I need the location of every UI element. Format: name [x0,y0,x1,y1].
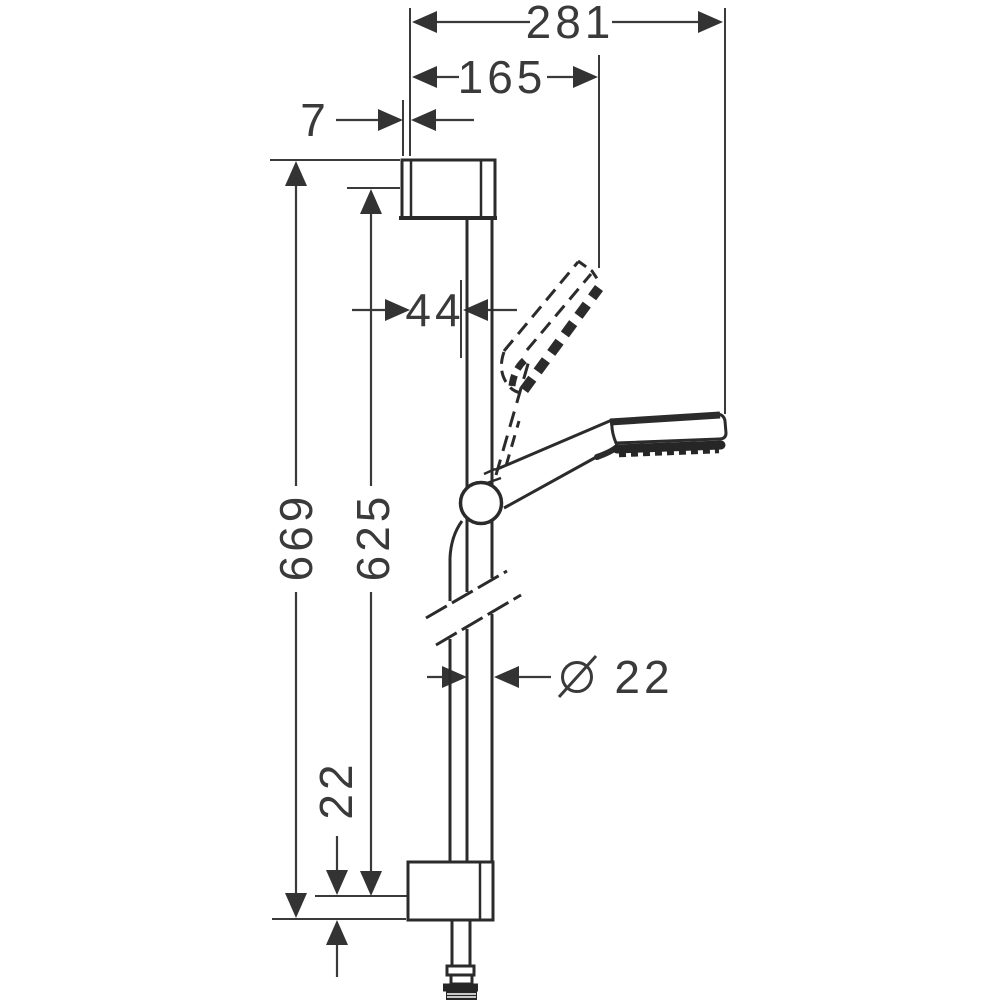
arrowhead [326,920,348,945]
dashed-handle-edge [504,420,521,467]
arrowhead [360,871,382,896]
dim-22-bottom-label: 22 [310,760,362,819]
hose-lower-edges [450,920,472,966]
break-line [435,593,522,647]
arrowhead [412,66,437,88]
arrowhead [326,870,348,895]
bar-edges [465,218,494,862]
arrowhead [285,893,307,918]
arrowhead [494,666,519,688]
arrowhead [412,11,437,33]
dashed-handle-edge [494,356,532,476]
dimension-diameter-22: 22 [427,651,673,703]
dimension-44: 44 [352,284,517,336]
spray-face-nubs [618,448,720,458]
dim-281-label: 281 [526,0,615,48]
arrowhead [285,161,307,186]
wall-bracket-bottom [406,860,495,922]
dim-diameter-label: 22 [614,651,673,703]
head-top-edge [609,411,721,426]
dimension-22-bottom: 22 [310,760,362,977]
dim-44-label: 44 [405,284,464,336]
dashed-spray-face [519,285,604,393]
slide-bar [465,218,494,862]
dashed-neck [508,356,529,387]
dashed-head-outline [502,261,580,352]
hand-shower-solid [494,411,728,510]
connector-nut [443,983,478,992]
bracket-body [400,158,497,220]
dashed-head-endcap [499,351,522,395]
connector-neck [449,973,474,986]
dim-669-label: 669 [270,493,322,582]
dimension-7: 7 [300,94,474,146]
connector-knurl [446,991,477,1000]
hand-shower-dashed [494,259,604,476]
dim-625-label: 625 [347,493,399,582]
arrowhead [442,666,467,688]
dimension-165: 165 [412,51,598,103]
wall-bracket-top [399,158,497,220]
handle-top-edge [494,418,613,472]
spray-face [612,440,726,454]
dimension-281: 281 [412,0,723,48]
arrowhead [360,189,382,214]
arrowhead [378,109,403,131]
hose-connector [443,964,478,1000]
break-marks [425,569,522,647]
knurl-lines [447,993,476,998]
dimension-625: 625 [347,189,399,896]
arrowhead [411,109,436,131]
bracket-inner-lines [409,160,483,218]
dim-7-label: 7 [300,94,330,146]
dashed-head-cap [577,259,602,284]
hose-curve [448,520,464,559]
extension-lines [270,8,726,920]
diameter-symbol-icon [557,654,598,699]
dim-165-label: 165 [458,51,547,103]
dimension-669: 669 [270,161,322,918]
arrowhead [385,299,410,321]
holder-knob [458,480,504,526]
arrowhead [463,299,488,321]
slider-holder [458,467,504,526]
dashed-head-inner-edge [525,273,593,351]
handle-bottom-edge [503,453,601,510]
arrowhead [698,11,723,33]
holder-clamp-tab [483,467,502,485]
break-line [425,569,508,620]
arrowhead [573,66,598,88]
shower-hose [448,520,472,966]
